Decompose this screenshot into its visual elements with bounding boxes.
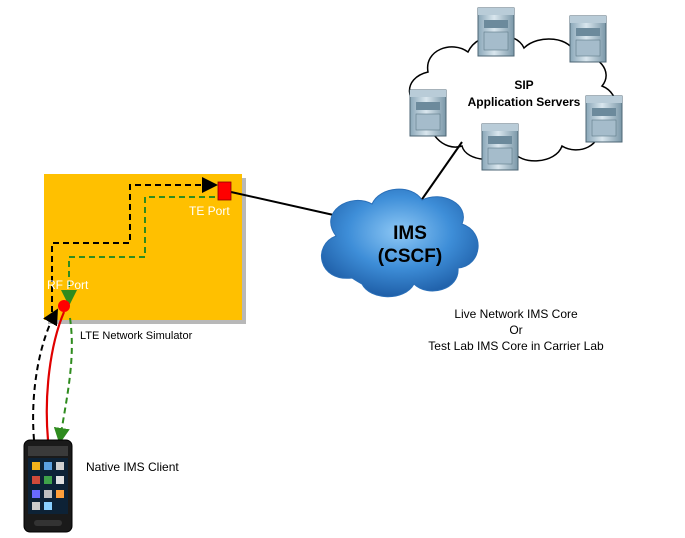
- sip-subtitle: Application Servers: [468, 95, 581, 109]
- server-icon: [409, 89, 447, 137]
- ims-desc-line1: Live Network IMS Core: [454, 307, 578, 321]
- te-to-ims-link: [230, 191, 339, 217]
- client-label: Native IMS Client: [86, 460, 179, 474]
- ims-title: IMS: [393, 223, 427, 244]
- rf-port: [58, 300, 70, 312]
- uplink-path-black: [51, 177, 218, 312]
- server-icon: [481, 123, 519, 171]
- server-icon: [585, 95, 623, 143]
- te-port: [217, 181, 232, 201]
- server-icon: [477, 7, 515, 57]
- ims-subtitle: (CSCF): [378, 246, 442, 267]
- server-icon: [569, 15, 607, 63]
- phone-rf-red-link: [45, 311, 66, 441]
- lte-simulator-box: [44, 174, 242, 320]
- ims-desc-line2: Or: [509, 323, 522, 337]
- downlink-path-green: [61, 196, 225, 306]
- ims-to-sip-link: [417, 141, 463, 206]
- ims-cloud: [320, 188, 479, 298]
- sip-title: SIP: [514, 78, 533, 92]
- phone-icon: [23, 439, 73, 533]
- rf-port-label: RF Port: [47, 278, 89, 292]
- ims-desc-line3: Test Lab IMS Core in Carrier Lab: [428, 339, 604, 353]
- simulator-caption: LTE Network Simulator: [80, 330, 193, 342]
- phone-downlink-green: [53, 317, 73, 444]
- phone-uplink-black: [32, 308, 58, 441]
- te-port-label: TE Port: [189, 204, 230, 218]
